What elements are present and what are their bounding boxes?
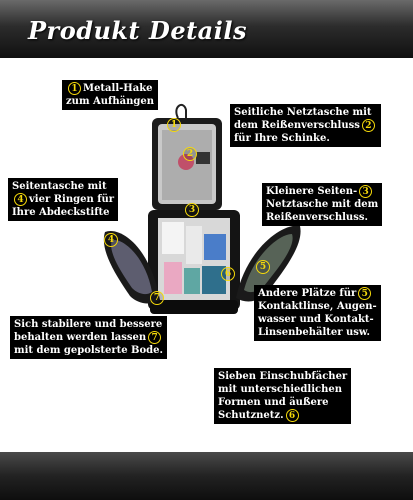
page-title: Produkt Details: [28, 16, 247, 45]
marker-6-on-bag: 6: [221, 267, 235, 281]
marker-7-on-bag: 7: [150, 291, 164, 305]
header-bar: Produkt Details: [0, 0, 413, 58]
marker-1-on-bag: 1: [167, 118, 181, 132]
marker-5-on-bag: 5: [256, 260, 270, 274]
footer-bar: [0, 452, 413, 500]
callout-3-small-side-mesh: Kleinere Seiten-3 Netztasche mit dem Rei…: [262, 183, 383, 226]
callout-6-insert-slots: Sieben Einschubfächer mit unterschiedlic…: [214, 368, 352, 424]
marker-3-on-bag: 3: [185, 203, 199, 217]
marker-2-on-bag: 2: [183, 147, 197, 161]
marker-4-on-bag: 4: [104, 233, 118, 247]
callout-7-padded-bottom: Sich stabilere und bessere behalten werd…: [10, 316, 168, 359]
callout-2-side-mesh-pocket: Seitliche Netztasche mit dem Reißenversc…: [230, 104, 381, 147]
